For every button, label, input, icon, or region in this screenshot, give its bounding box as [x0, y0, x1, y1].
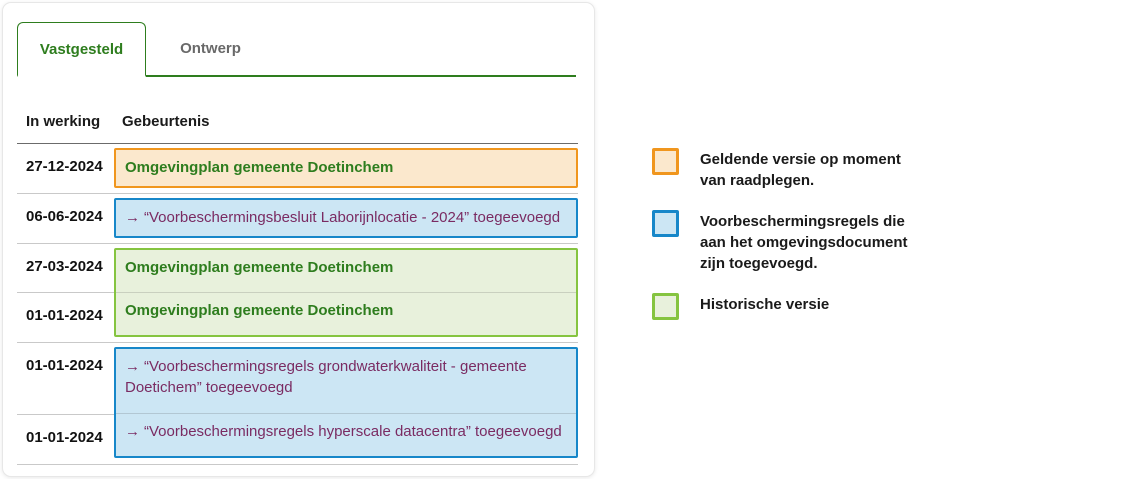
- row-divider: [17, 292, 114, 293]
- green-swatch-icon: [652, 293, 679, 320]
- versions-panel: Vastgesteld Ontwerp In werking Gebeurten…: [2, 2, 595, 477]
- row-date: 01-01-2024: [26, 357, 103, 374]
- header-in-werking: In werking: [26, 113, 101, 130]
- legend-item-current: Geldende versie op moment van raadplegen…: [652, 148, 922, 191]
- legend-label: Historische versie: [700, 296, 830, 313]
- versions-table: In werking Gebeurtenis 27-12-2024 Omgevi…: [17, 113, 578, 465]
- voorbescherming-label[interactable]: →“Voorbeschermingsregels grondwaterkwali…: [116, 349, 576, 413]
- table-row: 27-12-2024 Omgevingplan gemeente Doetinc…: [17, 144, 578, 194]
- row-divider: [17, 414, 114, 415]
- arrow-right-icon: →: [125, 423, 140, 440]
- blue-swatch-icon: [652, 210, 679, 237]
- tab-vastgesteld[interactable]: Vastgesteld: [17, 22, 146, 77]
- version-label: Omgevingplan gemeente Doetinchem: [125, 159, 394, 176]
- version-current-box[interactable]: Omgevingplan gemeente Doetinchem: [114, 148, 578, 188]
- row-date: 01-01-2024: [26, 429, 103, 446]
- table-row-group: 27-03-2024 01-01-2024 Omgevingplan gemee…: [17, 244, 578, 343]
- row-date: 01-01-2024: [26, 307, 103, 324]
- legend-item-historic: Historische versie: [652, 293, 922, 320]
- voorbescherming-group-box[interactable]: →“Voorbeschermingsregels grondwaterkwali…: [114, 347, 578, 458]
- inner-divider: [116, 413, 576, 414]
- legend-label: Geldende versie op moment van raadplegen…: [700, 151, 901, 189]
- orange-swatch-icon: [652, 148, 679, 175]
- version-label[interactable]: Omgevingplan gemeente Doetinchem: [125, 302, 394, 319]
- legend-item-voorbescherming: Voorbeschermingsregels die aan het omgev…: [652, 210, 922, 274]
- historic-versions-box[interactable]: Omgevingplan gemeente Doetinchem Omgevin…: [114, 248, 578, 337]
- header-gebeurtenis: Gebeurtenis: [122, 113, 210, 130]
- legend: Geldende versie op moment van raadplegen…: [652, 148, 922, 320]
- table-header: In werking Gebeurtenis: [17, 113, 578, 144]
- arrow-right-icon: →: [125, 358, 140, 375]
- table-row: 06-06-2024 →“Voorbeschermingsbesluit Lab…: [17, 194, 578, 244]
- version-label[interactable]: Omgevingplan gemeente Doetinchem: [125, 259, 394, 276]
- row-date: 06-06-2024: [26, 208, 103, 225]
- row-date: 27-12-2024: [26, 158, 103, 175]
- voorbescherming-label[interactable]: →“Voorbeschermingsregels hyperscale data…: [116, 414, 576, 456]
- row-date: 27-03-2024: [26, 258, 103, 275]
- event-text: “Voorbeschermingsbesluit Laborijnlocatie…: [144, 209, 561, 226]
- tab-bar: Vastgesteld Ontwerp: [17, 20, 576, 77]
- voorbescherming-label: →“Voorbeschermingsbesluit Laborijnlocati…: [116, 200, 576, 228]
- inner-divider: [116, 292, 576, 293]
- arrow-right-icon: →: [125, 209, 140, 226]
- event-text: “Voorbeschermingsregels hyperscale datac…: [144, 423, 562, 440]
- tab-ontwerp[interactable]: Ontwerp: [180, 40, 241, 57]
- voorbescherming-box[interactable]: →“Voorbeschermingsbesluit Laborijnlocati…: [114, 198, 578, 238]
- event-text: “Voorbeschermingsregels grondwaterkwalit…: [125, 358, 527, 396]
- table-row-group: 01-01-2024 01-01-2024 →“Voorbeschermings…: [17, 343, 578, 465]
- legend-label: Voorbeschermingsregels die aan het omgev…: [700, 213, 908, 272]
